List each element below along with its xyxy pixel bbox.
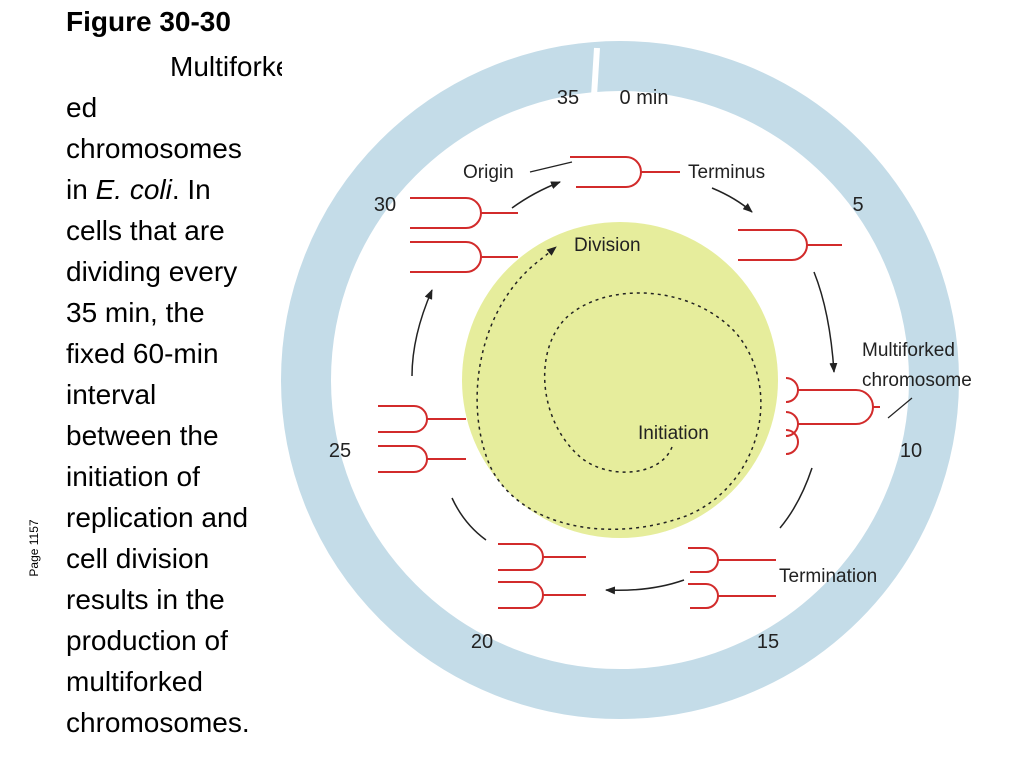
time-label-0min: 0 min — [620, 87, 669, 109]
chromosome-10min-multiforked — [785, 377, 880, 455]
caption-line-6: dividing every — [66, 256, 238, 287]
label-origin: Origin — [463, 162, 514, 183]
arrow-origin-to-top — [511, 181, 561, 209]
chromosome-15min — [688, 547, 776, 609]
caption-line-11: initiation of — [66, 461, 200, 492]
label-initiation: Initiation — [638, 423, 709, 444]
figure-title: Figure 30-30 — [66, 6, 231, 37]
label-terminus: Terminus — [688, 162, 765, 183]
time-label-10: 10 — [900, 440, 922, 462]
inner-division-disc — [462, 222, 778, 538]
multiforked-pointer — [887, 397, 913, 419]
time-label-5: 5 — [852, 194, 863, 216]
label-termination: Termination — [779, 566, 877, 587]
label-chromosome: chromosome — [862, 370, 972, 391]
caption-line-15: production of — [66, 625, 228, 656]
caption-in: in — [66, 174, 96, 205]
time-label-35: 35 — [557, 87, 579, 109]
caption-line-12: replication and — [66, 502, 249, 533]
origin-pointer — [529, 161, 573, 173]
time-label-20: 20 — [471, 631, 493, 653]
chromosome-25min — [378, 405, 466, 473]
caption-line-14: results in the — [66, 584, 225, 615]
caption-line-4: in E. coli. In — [66, 169, 296, 210]
caption-line-7: 35 min, the — [66, 297, 205, 328]
arrow-25-to-30 — [411, 289, 433, 377]
label-division: Division — [574, 235, 641, 256]
arrow-15-to-20 — [605, 579, 685, 595]
caption-line-16: multiforked — [66, 666, 203, 697]
chromosome-5min — [738, 229, 842, 261]
caption-line-10: between the — [66, 420, 219, 451]
chromosome-0min — [570, 156, 680, 188]
chromosome-20min — [498, 543, 586, 609]
caption-line-13: cell division — [66, 543, 210, 574]
outer-time-ring — [281, 41, 959, 719]
caption-in-suffix: . In — [171, 174, 211, 205]
figure-caption: Multiforked ed chromosomes in E. coli. I… — [66, 46, 296, 743]
time-label-15: 15 — [757, 631, 779, 653]
arrow-terminus-to-5 — [711, 187, 753, 213]
species-name: E. coli — [95, 174, 172, 205]
caption-line-5: cells that are — [66, 215, 225, 246]
caption-line-17: chromosomes. — [66, 707, 250, 738]
caption-line-1: Multiforked — [170, 51, 282, 82]
ring-start-divider — [590, 47, 600, 113]
chromosome-30min — [410, 197, 518, 273]
time-label-30: 30 — [374, 194, 396, 216]
caption-line-9: interval — [66, 379, 157, 410]
arc-20-to-25 — [451, 497, 487, 541]
arc-10-to-15 — [779, 467, 813, 529]
time-label-25: 25 — [329, 440, 351, 462]
caption-line-3: chromosomes — [66, 133, 242, 164]
caption-line-2: ed — [66, 92, 98, 123]
arrow-5-to-10 — [813, 271, 838, 373]
caption-line-8: fixed 60-min — [66, 338, 219, 369]
label-multiforked: Multiforked — [862, 340, 955, 361]
